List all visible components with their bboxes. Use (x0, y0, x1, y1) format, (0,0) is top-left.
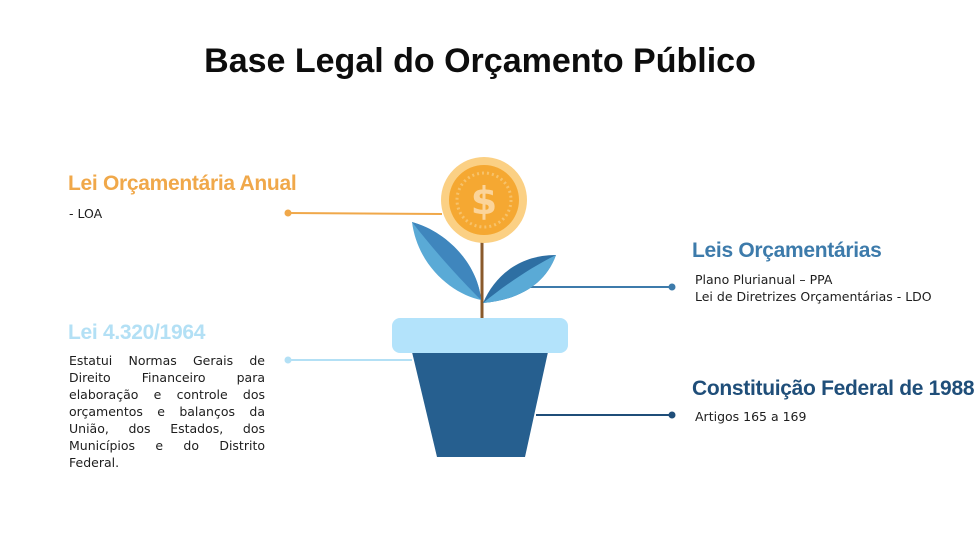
text-constituicao: Artigos 165 a 169 (695, 409, 807, 424)
left-leaf-icon (412, 222, 481, 300)
svg-text:$: $ (471, 179, 497, 223)
right-leaf-icon (483, 255, 556, 303)
heading-leis-orcamentarias: Leis Orçamentárias (692, 239, 882, 262)
text-lei-4320: Estatui Normas Gerais de Direito Finance… (69, 353, 265, 470)
text-loa: - LOA (69, 206, 103, 221)
page-title: Base Legal do Orçamento Público (204, 42, 756, 80)
leis-line-ppa: Plano Plurianual – PPA (695, 272, 833, 287)
dollar-coin-icon: $ (441, 157, 527, 243)
connector-leis (512, 283, 676, 291)
connector-lei4320 (284, 356, 412, 364)
connector-loa (284, 209, 443, 217)
text-leis-orcamentarias: Plano Plurianual – PPA Lei de Diretrizes… (695, 271, 955, 305)
heading-lei-4320: Lei 4.320/1964 (68, 321, 206, 344)
heading-loa: Lei Orçamentária Anual (68, 172, 297, 195)
leis-line-ldo: Lei de Diretrizes Orçamentárias - LDO (695, 289, 932, 304)
connector-constituicao (536, 411, 676, 419)
plant-pot-icon (392, 318, 568, 457)
heading-constituicao: Constituição Federal de 1988 (692, 377, 974, 400)
